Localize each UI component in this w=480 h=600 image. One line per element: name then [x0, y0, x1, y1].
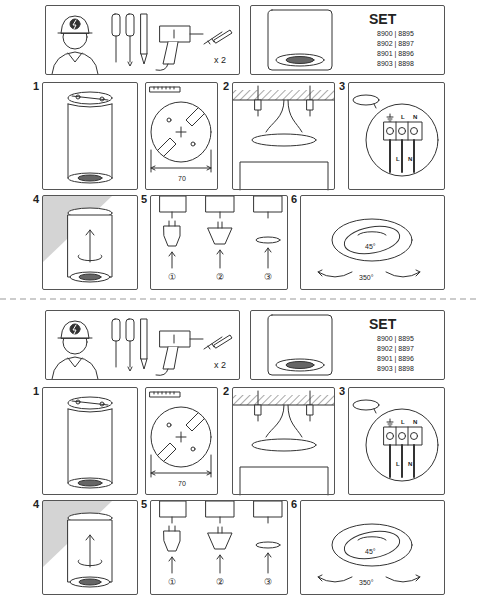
step-panel: 4	[42, 195, 138, 290]
terminal-label: L	[396, 461, 400, 467]
set-title: SET	[369, 12, 396, 26]
model-number: 8900 | 8895	[377, 30, 414, 37]
wiring-panel: 3LNLN	[348, 82, 445, 190]
terminal-label: N	[413, 114, 417, 120]
model-number: 8903 | 8898	[377, 60, 414, 67]
model-number: 8901 | 8896	[377, 50, 414, 57]
step-number: 1	[33, 81, 39, 92]
dimension-label: 70	[178, 480, 186, 487]
callout-number: ③	[264, 273, 272, 282]
terminal-label: L	[401, 419, 405, 425]
step-number: 3	[339, 81, 345, 92]
instruction-half	[43, 315, 438, 587]
set-title: SET	[369, 317, 396, 331]
angle-label: 45°	[365, 243, 376, 250]
quantity-label: x 2	[214, 361, 226, 370]
tools-panel: x 2	[45, 310, 240, 380]
callout-number: ①	[168, 578, 176, 587]
callout-number: ②	[216, 273, 224, 282]
step-number: 2	[223, 81, 229, 92]
step-number: 1	[33, 386, 39, 397]
quantity-label: x 2	[214, 56, 226, 65]
rotation-panel: 645°350°	[300, 195, 445, 290]
step-number: 6	[291, 194, 297, 205]
instruction-half	[43, 10, 438, 282]
step-number: 3	[339, 386, 345, 397]
step-panel: 1	[42, 82, 138, 190]
set-panel: SET 8900 | 8895 8902 | 8897 8901 | 8896 8903…	[250, 5, 445, 75]
step-panel: 2	[232, 387, 335, 495]
bulb-panel: 5①②③	[150, 500, 288, 595]
model-number: 8902 | 8897	[377, 345, 414, 352]
set-panel: SET 8900 | 8895 8902 | 8897 8901 | 8896 8903…	[250, 310, 445, 380]
tools-panel: x 2	[45, 5, 240, 75]
dimension-panel: 70	[145, 82, 218, 190]
terminal-label: L	[401, 114, 405, 120]
step-number: 4	[33, 499, 39, 510]
model-number: 8903 | 8898	[377, 365, 414, 372]
angle-label: 350°	[359, 579, 373, 586]
step-number: 4	[33, 194, 39, 205]
terminal-label: N	[413, 419, 417, 425]
dimension-label: 70	[178, 175, 186, 182]
angle-label: 45°	[365, 548, 376, 555]
cut-line	[0, 299, 480, 300]
model-number: 8901 | 8896	[377, 355, 414, 362]
wiring-panel: 3LNLN	[348, 387, 445, 495]
terminal-label: N	[408, 156, 412, 162]
model-number: 8900 | 8895	[377, 335, 414, 342]
step-panel: 4	[42, 500, 138, 595]
rotation-panel: 645°350°	[300, 500, 445, 595]
step-number: 5	[141, 194, 147, 205]
callout-number: ②	[216, 578, 224, 587]
callout-number: ③	[264, 578, 272, 587]
callout-number: ①	[168, 273, 176, 282]
terminal-label: L	[396, 156, 400, 162]
step-panel: 1	[42, 387, 138, 495]
step-panel: 2	[232, 82, 335, 190]
terminal-label: N	[408, 461, 412, 467]
step-number: 5	[141, 499, 147, 510]
model-number: 8902 | 8897	[377, 40, 414, 47]
step-number: 6	[291, 499, 297, 510]
step-number: 2	[223, 386, 229, 397]
bulb-panel: 5①②③	[150, 195, 288, 290]
angle-label: 350°	[359, 274, 373, 281]
dimension-panel: 70	[145, 387, 218, 495]
